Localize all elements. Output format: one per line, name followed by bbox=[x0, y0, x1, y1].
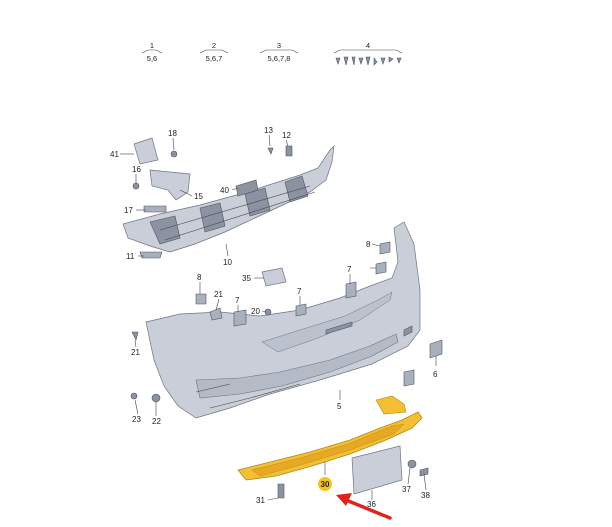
callout-35: 35 bbox=[242, 274, 251, 283]
clip-38 bbox=[419, 467, 429, 477]
callout-17: 17 bbox=[124, 206, 133, 215]
callout-13: 13 bbox=[264, 126, 273, 135]
kit-contents: 5,6 bbox=[147, 54, 157, 63]
diffuser-part-30 bbox=[237, 395, 423, 481]
kit-number: 4 bbox=[366, 41, 370, 50]
callout-31: 31 bbox=[256, 496, 265, 505]
callout-23: 23 bbox=[132, 415, 141, 424]
callout-30: 30 bbox=[321, 480, 330, 489]
left-mount-bracket bbox=[149, 169, 191, 201]
callout-8-left: 8 bbox=[197, 273, 202, 282]
callout-18: 18 bbox=[168, 129, 177, 138]
callout-20: 20 bbox=[251, 307, 260, 316]
kit-bracket bbox=[199, 49, 229, 54]
callout-labels: 41 18 16 15 40 17 13 12 11 10 35 8 21 7 … bbox=[110, 126, 438, 509]
callout-16: 16 bbox=[132, 165, 141, 174]
callout-41: 41 bbox=[110, 150, 119, 159]
callout-21-upper: 21 bbox=[214, 290, 223, 299]
callout-10: 10 bbox=[223, 258, 232, 267]
callout-36: 36 bbox=[367, 500, 376, 509]
callout-37: 37 bbox=[402, 485, 411, 494]
leader-lines bbox=[120, 134, 437, 501]
side-guide-bracket bbox=[133, 137, 159, 165]
callout-12: 12 bbox=[282, 131, 291, 140]
impact-bar-assembly bbox=[122, 137, 335, 259]
kit-4: 4 bbox=[333, 41, 403, 66]
plate-recess-light bbox=[325, 321, 353, 335]
kit-contents: 5,6,7 bbox=[206, 54, 223, 63]
callout-7-center: 7 bbox=[297, 287, 302, 296]
cover-mount-brackets bbox=[130, 241, 443, 403]
callout-21-lower: 21 bbox=[131, 348, 140, 357]
kit-number: 2 bbox=[212, 41, 216, 50]
kit-4-fastener-icons bbox=[335, 56, 402, 66]
clip-11 bbox=[139, 251, 163, 259]
callout-22: 22 bbox=[152, 417, 161, 426]
screw-18 bbox=[170, 150, 178, 158]
screw-31 bbox=[277, 483, 285, 499]
callout-38: 38 bbox=[421, 491, 430, 500]
callout-7-left: 7 bbox=[235, 296, 240, 305]
kit-contents: 5,6,7,8 bbox=[268, 54, 291, 63]
highlight-badge bbox=[318, 477, 332, 491]
bracket-40 bbox=[235, 179, 259, 197]
kit-bracket bbox=[141, 49, 163, 54]
callout-8-right: 8 bbox=[366, 240, 371, 249]
callout-40: 40 bbox=[220, 186, 229, 195]
pointer-arrow bbox=[336, 493, 392, 520]
kit-2: 2 5,6,7 bbox=[199, 41, 229, 63]
callout-11: 11 bbox=[126, 252, 135, 261]
callout-15: 15 bbox=[194, 192, 203, 201]
bumper-cover bbox=[145, 221, 421, 419]
callout-7-right: 7 bbox=[347, 265, 352, 274]
kit-bracket bbox=[333, 49, 403, 54]
kit-number: 1 bbox=[150, 41, 154, 50]
fastener-12 bbox=[285, 145, 293, 157]
plate-bracket-36 bbox=[351, 445, 403, 495]
nut-16 bbox=[132, 182, 140, 190]
kit-bracket bbox=[259, 49, 299, 54]
callout-6: 6 bbox=[433, 370, 438, 379]
clip-37 bbox=[407, 459, 417, 469]
clip-17 bbox=[143, 205, 167, 213]
screw-13 bbox=[267, 147, 274, 155]
kit-3: 3 5,6,7,8 bbox=[259, 41, 299, 63]
kit-1: 1 5,6 bbox=[141, 41, 163, 63]
callout-5: 5 bbox=[337, 402, 342, 411]
kit-number: 3 bbox=[277, 41, 281, 50]
